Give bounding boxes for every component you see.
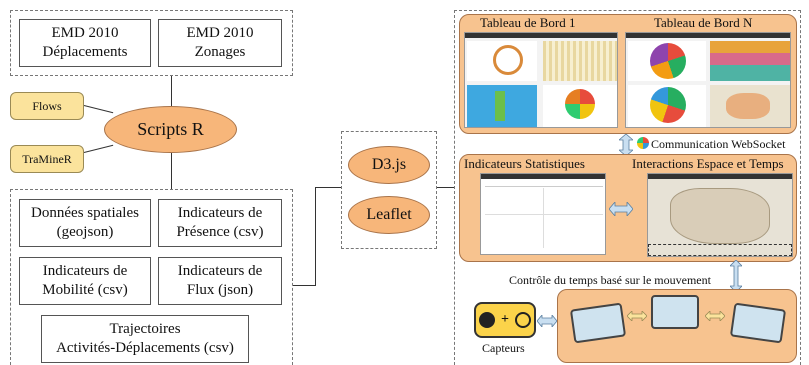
- connector-line: [171, 153, 172, 189]
- horizontal-arrow: [608, 200, 634, 218]
- leaflet-oval: Leaflet: [348, 196, 430, 234]
- emd-zonages-box: EMD 2010 Zonages: [158, 19, 282, 67]
- dashboard-1-title: Tableau de Bord 1: [480, 15, 576, 30]
- capteurs-label: Capteurs: [482, 341, 525, 355]
- visualisation-group: [454, 10, 801, 365]
- interactions-title: Interactions Espace et Temps: [632, 156, 784, 171]
- indicateurs-flux-box: Indicateurs de Flux (json): [158, 257, 282, 305]
- accelerometer-icon: [479, 312, 495, 328]
- websocket-arrow: [617, 133, 635, 157]
- map-screenshot: [647, 173, 793, 257]
- vertical-arrow: [729, 259, 743, 293]
- gyroscope-icon: [514, 312, 531, 328]
- donnees-spatiales-box: Données spatiales (geojson): [19, 199, 151, 247]
- connector-line: [315, 187, 341, 188]
- controle-label: Contrôle du temps basé sur le mouvement: [509, 273, 711, 287]
- sensors-badge: +: [474, 302, 536, 338]
- connector-line: [315, 187, 316, 286]
- swap-arrow: [704, 308, 726, 322]
- indicateurs-presence-box: Indicateurs de Présence (csv): [158, 199, 282, 247]
- scripts-r-oval: Scripts R: [104, 106, 237, 153]
- d3js-oval: D3.js: [348, 146, 430, 184]
- websocket-icon: [637, 137, 649, 149]
- communication-label: Communication WebSocket: [651, 137, 786, 151]
- emd-deplacements-box: EMD 2010 Déplacements: [19, 19, 151, 67]
- plus-icon: +: [501, 312, 509, 327]
- tablet-3: [729, 302, 787, 344]
- libraries-group: [341, 131, 437, 249]
- trajectoires-box: Trajectoires Activités-Déplacements (csv…: [41, 315, 249, 363]
- traminer-package: TraMineR: [10, 145, 84, 173]
- connector-line: [437, 187, 454, 188]
- connector-line: [171, 76, 172, 106]
- connector-line: [83, 105, 114, 114]
- data-group: [10, 10, 293, 76]
- connector-line: [293, 285, 315, 286]
- connector-line: [83, 144, 114, 153]
- dashboard-n-title: Tableau de Bord N: [654, 15, 753, 30]
- dashboard-n-screenshot: [625, 32, 791, 128]
- outputs-group: [10, 189, 293, 365]
- indicateurs-title: Indicateurs Statistiques: [464, 156, 585, 171]
- tablet-1: [569, 302, 627, 344]
- sensor-arrow: [536, 313, 558, 329]
- flows-package: Flows: [10, 92, 84, 120]
- indicateurs-screenshot: [480, 173, 606, 255]
- tablet-2: [651, 295, 699, 329]
- dashboard-1-screenshot: [464, 32, 618, 128]
- swap-arrow: [626, 308, 648, 322]
- indicateurs-mobilite-box: Indicateurs de Mobilité (csv): [19, 257, 151, 305]
